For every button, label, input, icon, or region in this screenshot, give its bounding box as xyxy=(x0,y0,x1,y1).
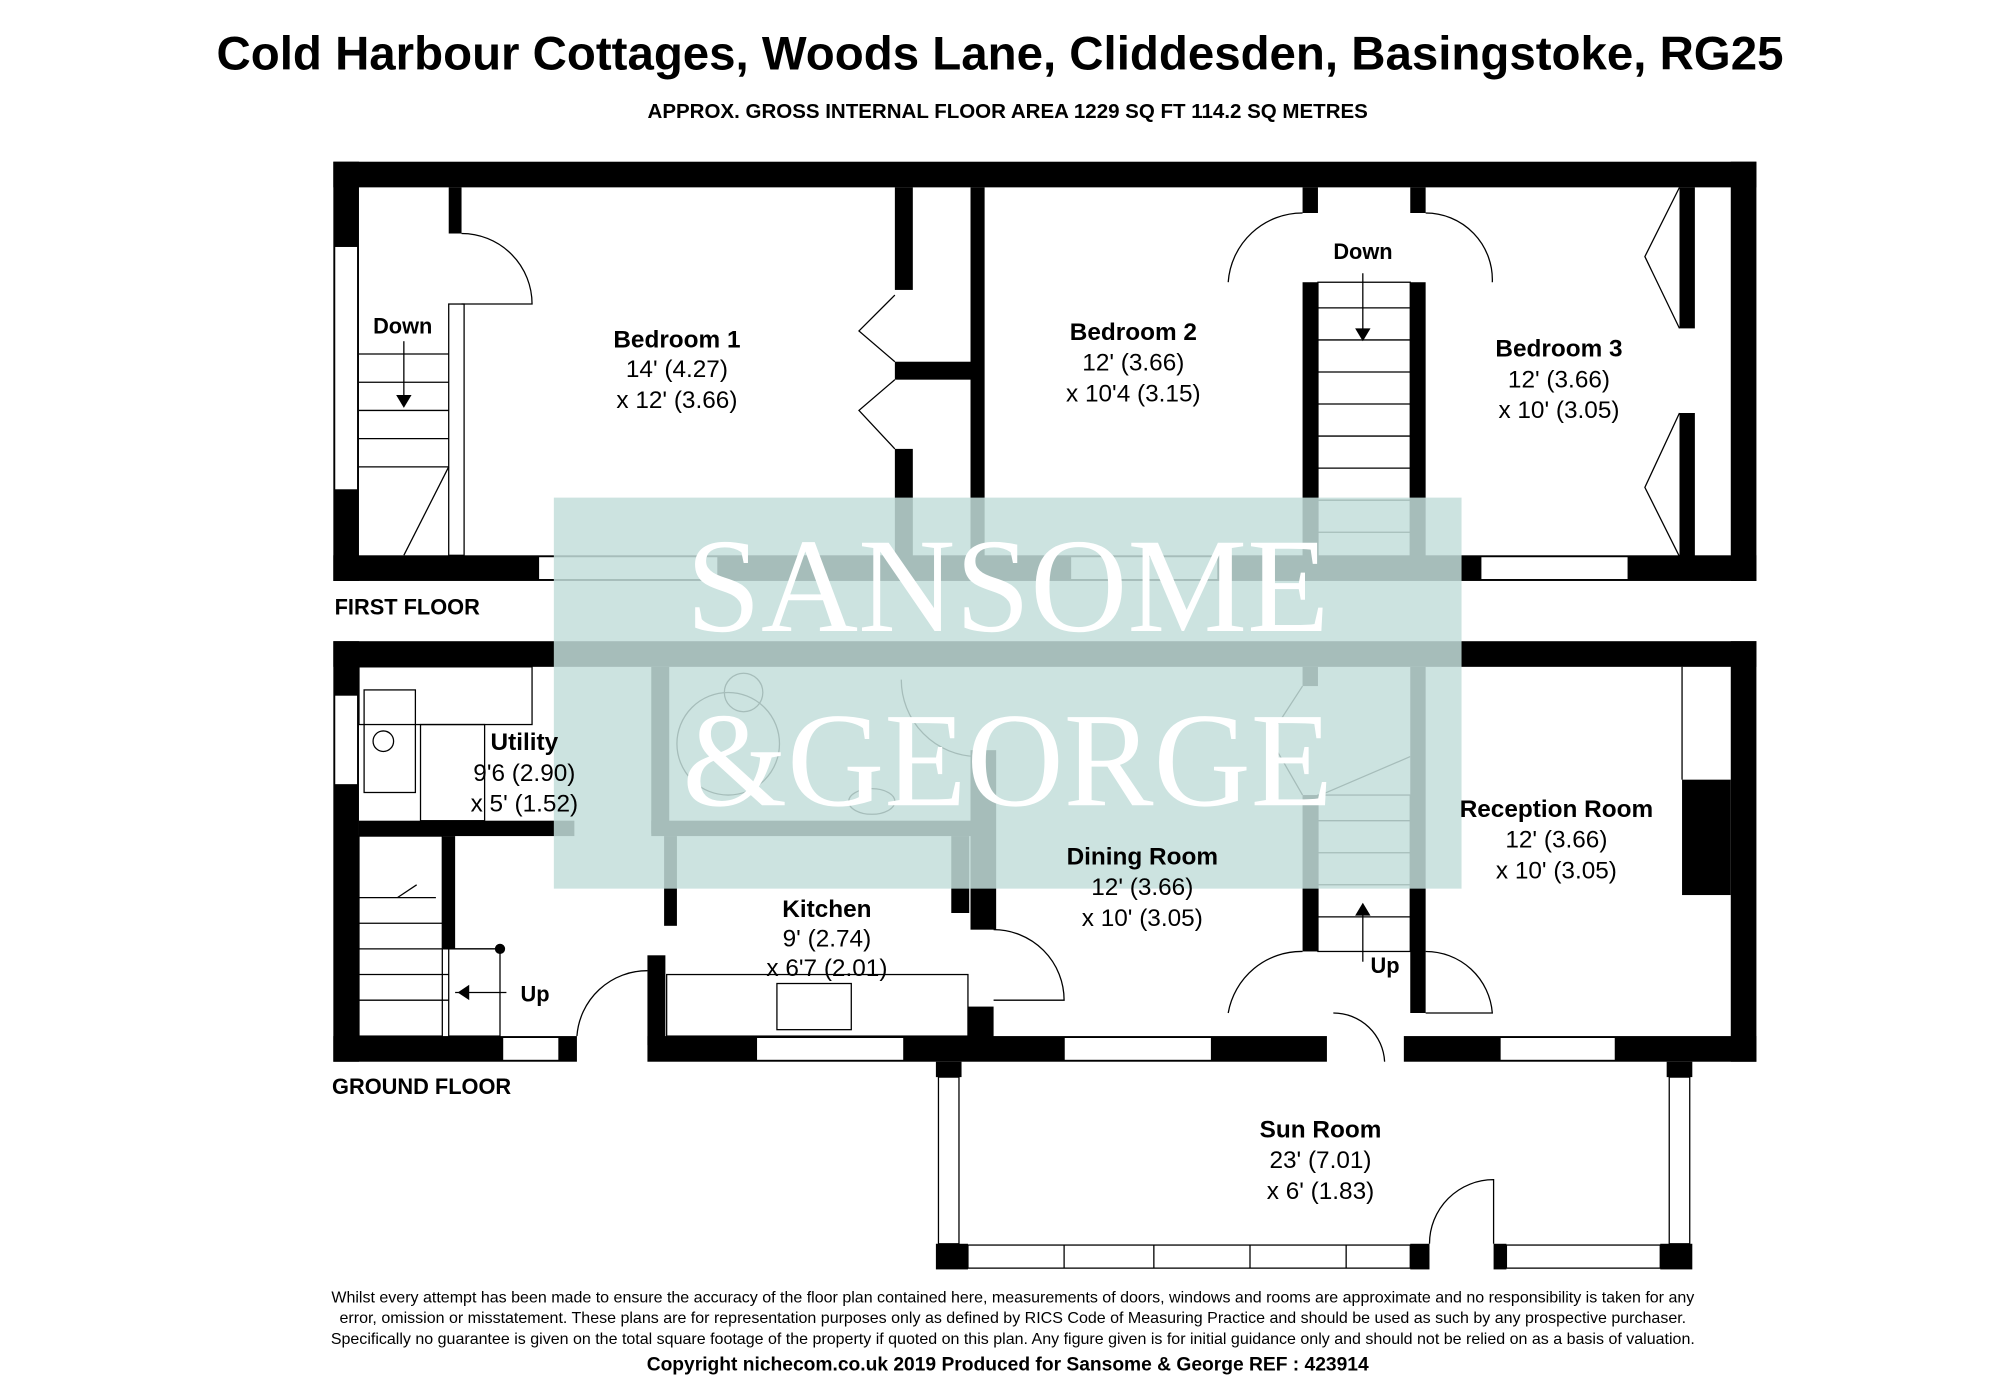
room-dim: x 10' (3.05) xyxy=(1082,905,1203,932)
room-name: Dining Room xyxy=(1067,843,1218,870)
room-dim: x 6'7 (2.01) xyxy=(766,955,887,982)
room-utility: Utility 9'6 (2.90) x 5' (1.52) xyxy=(471,729,578,818)
room-bedroom-2: Bedroom 2 12' (3.66) x 10'4 (3.15) xyxy=(1066,319,1201,408)
room-dining-room: Dining Room 12' (3.66) x 10' (3.05) xyxy=(1067,843,1218,932)
room-bedroom-1: Bedroom 1 14' (4.27) x 12' (3.66) xyxy=(613,327,740,414)
room-dim: 12' (3.66) xyxy=(1082,350,1184,377)
disclaimer-line: Specifically no guarantee is given on th… xyxy=(331,1330,1695,1348)
copyright-footer: Copyright nichecom.co.uk 2019 Produced f… xyxy=(647,1355,1369,1376)
room-dim: x 12' (3.66) xyxy=(616,387,737,414)
room-name: Bedroom 2 xyxy=(1070,319,1197,346)
stair-label-down: Down xyxy=(1333,239,1392,264)
room-name: Sun Room xyxy=(1260,1116,1382,1143)
plan-title: Cold Harbour Cottages, Woods Lane, Clidd… xyxy=(217,27,1784,80)
room-name: Bedroom 1 xyxy=(613,327,740,354)
disclaimer-line: Whilst every attempt has been made to en… xyxy=(331,1289,1694,1307)
room-reception-room: Reception Room 12' (3.66) x 10' (3.05) xyxy=(1460,796,1653,885)
room-dim: x 5' (1.52) xyxy=(471,791,578,818)
room-name: Bedroom 3 xyxy=(1495,336,1622,363)
room-name: Kitchen xyxy=(782,896,871,923)
room-sun-room: Sun Room 23' (7.01) x 6' (1.83) xyxy=(1260,1116,1382,1205)
room-dim: 9' (2.74) xyxy=(783,925,872,952)
room-dim: x 6' (1.83) xyxy=(1267,1178,1374,1205)
room-dim: 12' (3.66) xyxy=(1508,366,1610,393)
room-dim: x 10'4 (3.15) xyxy=(1066,380,1201,407)
disclaimer-line: error, omission or misstatement. These p… xyxy=(340,1309,1687,1327)
floor-area: APPROX. GROSS INTERNAL FLOOR AREA 1229 S… xyxy=(648,100,1368,123)
stair-label-up: Up xyxy=(521,981,550,1006)
room-dim: x 10' (3.05) xyxy=(1496,857,1617,884)
room-dim: x 10' (3.05) xyxy=(1498,397,1619,424)
watermark: SANSOME &GEORGE xyxy=(553,497,1462,889)
first-floor-label: FIRST FLOOR xyxy=(335,594,480,619)
room-bedroom-3: Bedroom 3 12' (3.66) x 10' (3.05) xyxy=(1495,336,1622,425)
room-dim: 12' (3.66) xyxy=(1091,874,1193,901)
room-dim: 14' (4.27) xyxy=(626,356,728,383)
room-name: Reception Room xyxy=(1460,796,1653,823)
room-dim: 9'6 (2.90) xyxy=(473,760,575,787)
watermark-line2: &GEORGE xyxy=(682,686,1333,835)
room-dim: 12' (3.66) xyxy=(1505,827,1607,854)
room-dim: 23' (7.01) xyxy=(1269,1147,1371,1174)
stair-label-down: Down xyxy=(373,314,432,339)
room-name: Utility xyxy=(491,729,559,756)
ground-floor-label: GROUND FLOOR xyxy=(332,1074,511,1099)
room-kitchen: Kitchen 9' (2.74) x 6'7 (2.01) xyxy=(766,896,887,982)
watermark-line1: SANSOME xyxy=(686,512,1329,661)
stair-label-up: Up xyxy=(1371,953,1400,978)
